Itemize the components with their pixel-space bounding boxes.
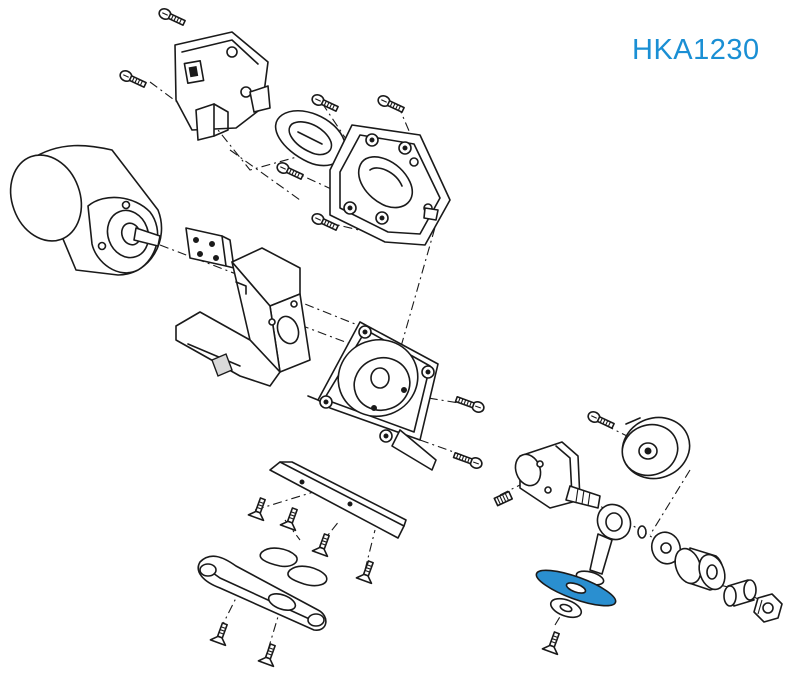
part-code-label: HKA1230: [632, 34, 760, 66]
screw-bottom-2: [279, 507, 298, 532]
screw-bottom-5: [209, 622, 228, 647]
oval-gasket: [275, 110, 346, 167]
motor-mount-bracket: [175, 247, 311, 387]
switch-bracket: [174, 31, 271, 141]
highlighted-washer: [535, 569, 617, 607]
screw-crank: [587, 411, 615, 429]
crank-block: [514, 441, 601, 509]
screw-bottom-7: [541, 631, 560, 656]
connecting-rod: [575, 503, 647, 586]
spacer-washer-lower: [259, 547, 328, 587]
screw-bottom-1: [247, 497, 266, 522]
base-plate: [269, 461, 407, 539]
screw-bottom-4: [355, 560, 374, 585]
output-gear: [621, 416, 691, 480]
set-screw: [493, 490, 513, 507]
bushing: [723, 579, 757, 607]
motor: [9, 144, 163, 276]
washer-bottom: [549, 597, 583, 619]
thrust-washer: [650, 531, 682, 565]
screw-cover-4: [311, 213, 339, 231]
gearbox-housing: [307, 321, 439, 471]
screw-bottom-6: [257, 643, 276, 668]
ball-bearing: [674, 547, 726, 591]
screw-gearbox-2: [452, 451, 483, 469]
screw-top-2: [119, 70, 147, 88]
crank-arm-lower: [197, 555, 327, 631]
screw-bottom-3: [311, 533, 330, 558]
cover-plate: [329, 124, 451, 246]
screw-cover-3: [276, 162, 304, 180]
mounting-plate: [185, 227, 235, 269]
screw-gearbox-1: [454, 395, 485, 413]
screw-top-1: [158, 8, 186, 26]
hex-nut: [753, 593, 783, 623]
screw-cover-2: [377, 95, 405, 113]
screw-cover-1: [311, 94, 339, 112]
